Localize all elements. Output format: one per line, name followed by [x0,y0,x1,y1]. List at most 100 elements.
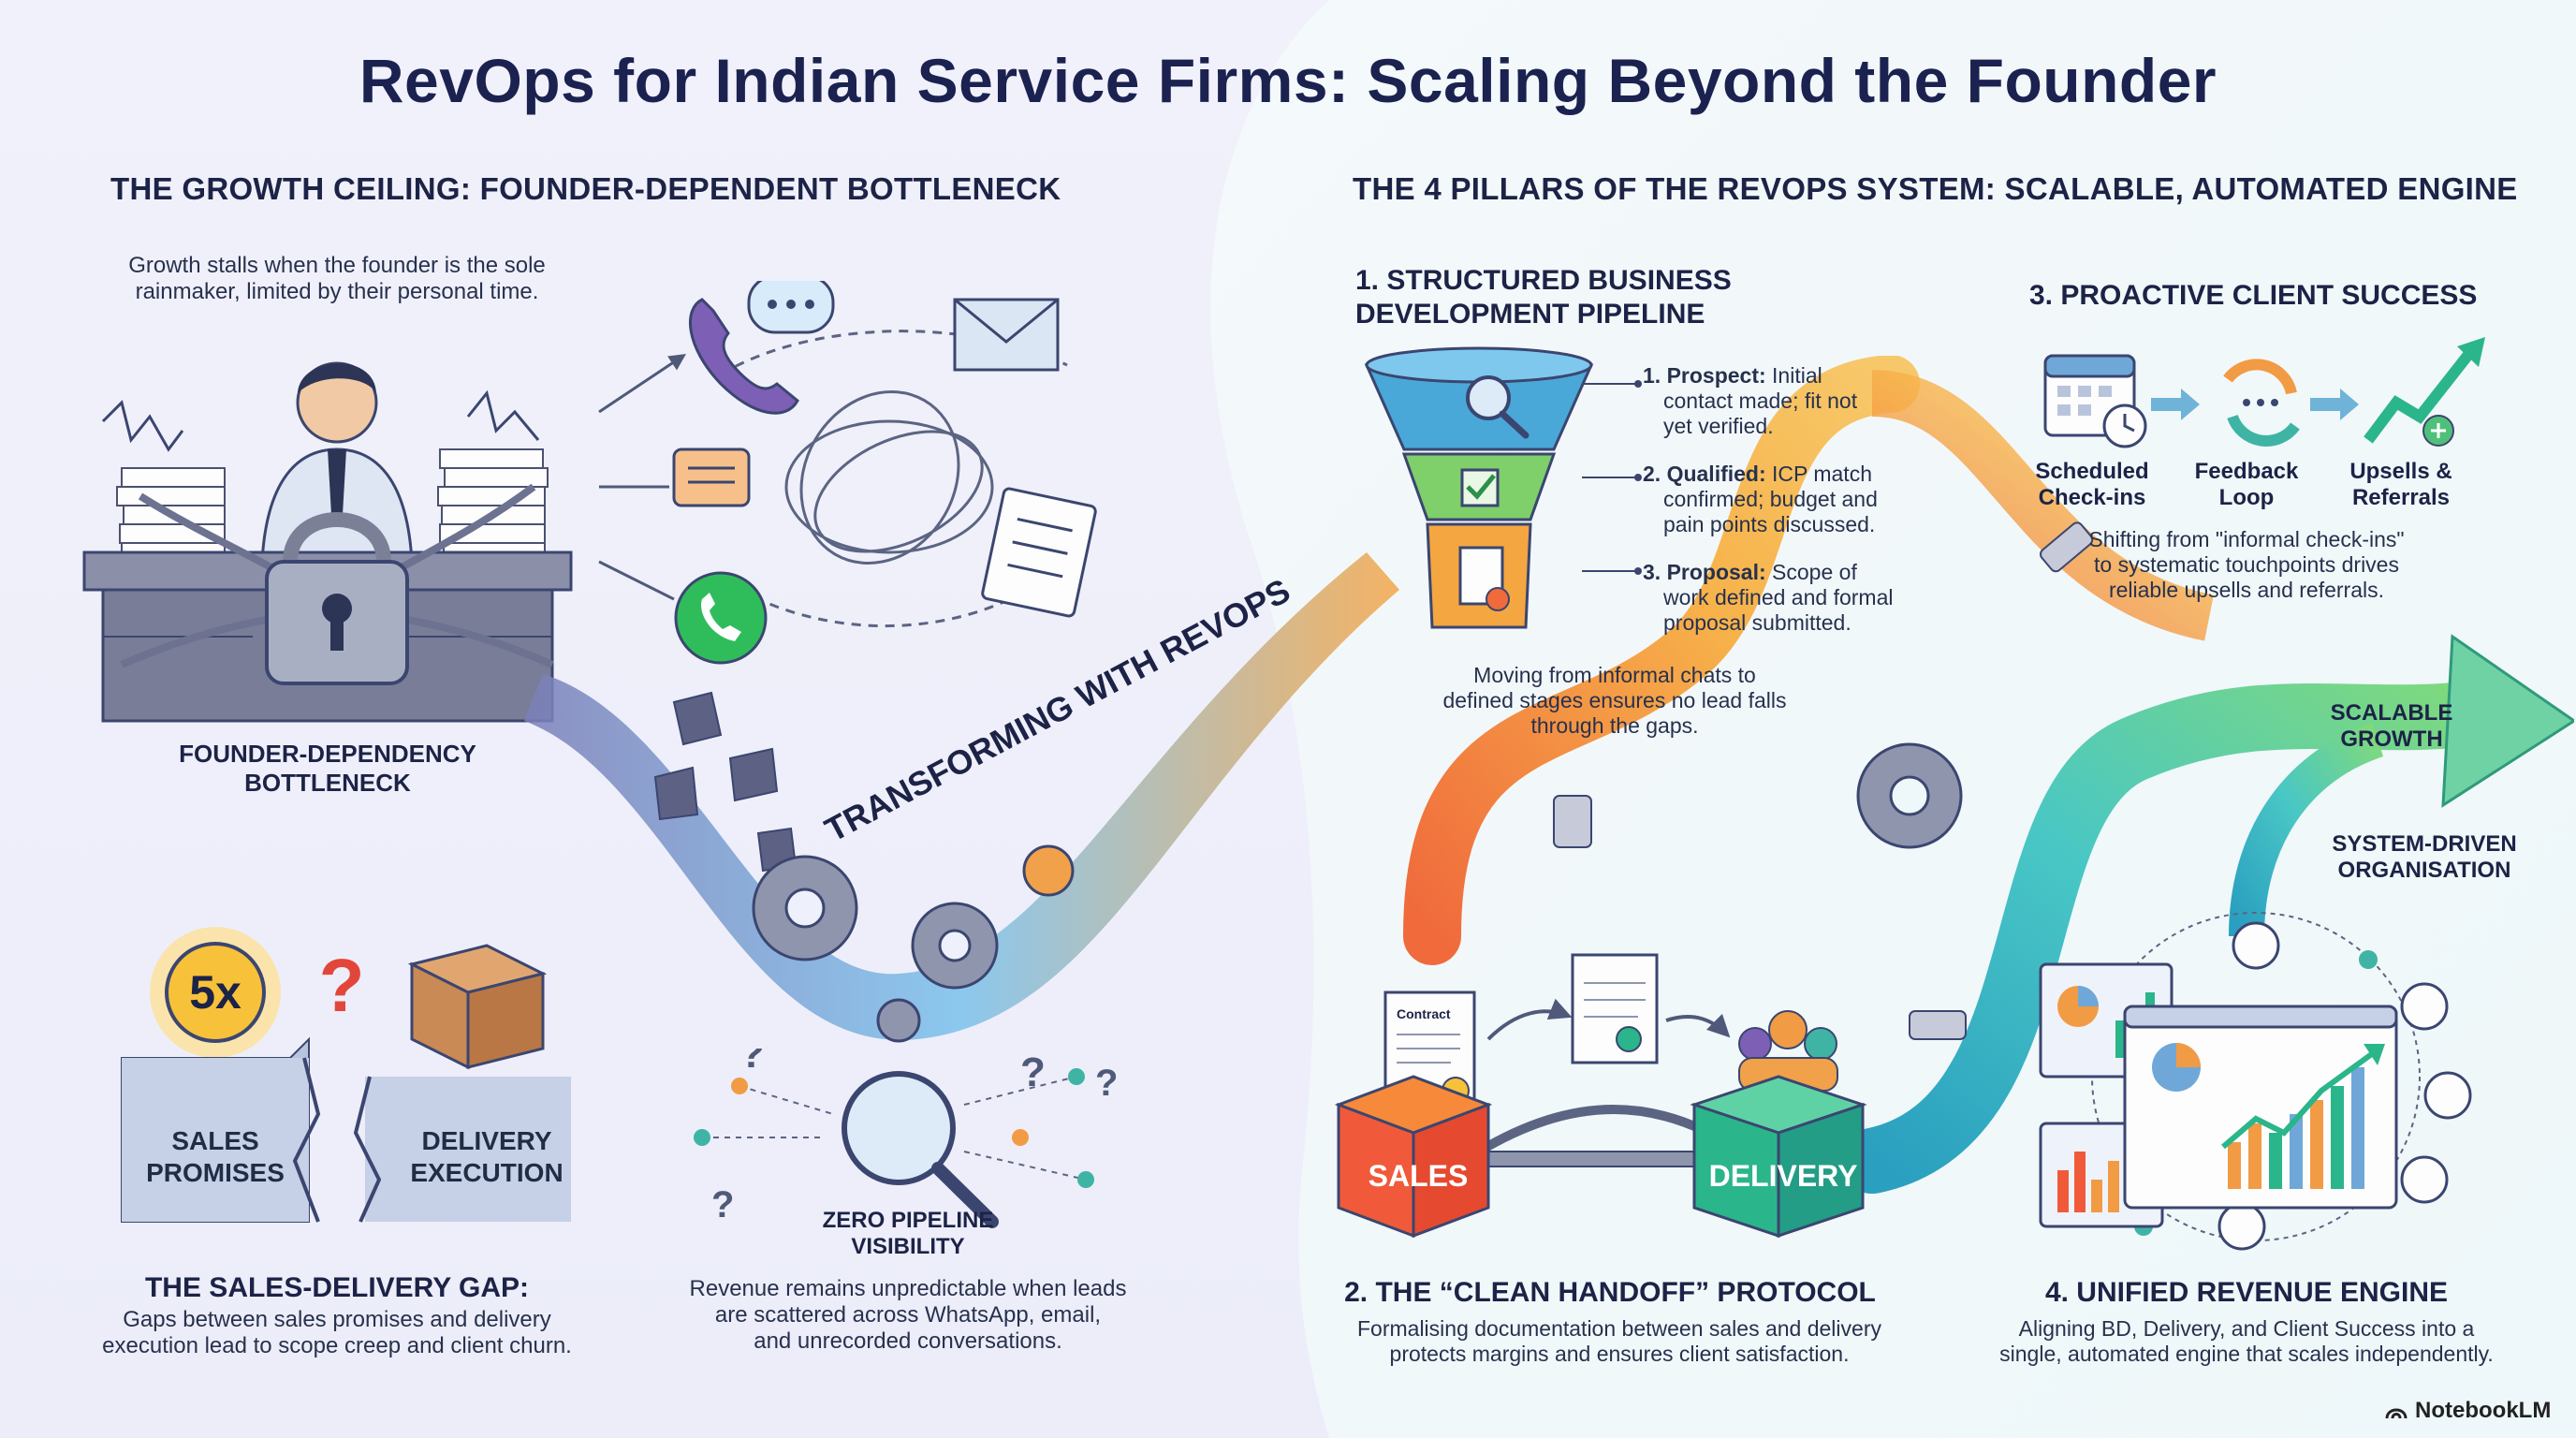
sales-cube-label: SALES [1368,1159,1469,1193]
clean-handoff-illustration: Contract [1334,953,1867,1239]
pillar3-caption-line-2: to systematic touchpoints drives [2094,552,2399,577]
svg-text:?: ? [739,1049,765,1077]
growth-ceiling-heading: THE GROWTH CEILING: FOUNDER-DEPENDENT BO… [110,171,1061,206]
delivery-execution-line-1: DELIVERY [421,1126,552,1155]
delivery-execution-line-2: EXECUTION [410,1158,564,1187]
stage-qualified-desc-1: ICP match [1772,462,1872,486]
contract-text: Contract [1397,1006,1451,1021]
pillar4-caption: Aligning BD, Delivery, and Client Succes… [1956,1316,2537,1367]
stage-prospect-desc-1: Initial [1772,363,1822,388]
stage-prospect: 1. Prospect: Initial contact made; fit n… [1643,363,1905,439]
step-upsells-line-2: Referrals [2351,485,2451,510]
stage-proposal: 3. Proposal: Scope of work defined and f… [1643,560,1924,636]
sales-promises-line-1: SALES [171,1126,259,1155]
stage-proposal-desc-3: proposal submitted. [1663,610,1852,635]
envelope-icon [953,298,1060,372]
svg-text:?: ? [1095,1063,1118,1104]
revops-pillars-heading: THE 4 PILLARS OF THE REVOPS SYSTEM: SCAL… [1353,171,2518,206]
network-nodes [2217,921,2472,1251]
page-title: RevOps for Indian Service Firms: Scaling… [359,46,2217,115]
pillar3-caption-line-3: reliable upsells and referrals. [2108,578,2385,602]
magnifier-icon [842,1071,999,1228]
scalable-growth-line-1: SCALABLE [2330,700,2453,726]
gap-text-line-1: Gaps between sales promises and delivery [123,1307,551,1332]
visibility-label: ZERO PIPELINE VISIBILITY [786,1208,1030,1260]
pillar2-caption: Formalising documentation between sales … [1310,1316,1928,1367]
document-icon [1571,953,1659,1064]
notebooklm-logo-icon [2385,1408,2408,1419]
chat-bubble-icon [747,281,835,334]
system-driven-label: SYSTEM-DRIVEN ORGANISATION [2303,831,2546,884]
pillar1-caption: Moving from informal chats to defined st… [1404,663,1825,739]
gear-icon [752,844,1075,1043]
document-icon [1458,546,1504,606]
visibility-line-2: VISIBILITY [851,1234,965,1259]
svg-text:?: ? [711,1184,734,1225]
badge-sun: 5x [150,927,281,1058]
notepad-icon [981,487,1097,618]
bottleneck-line-2: BOTTLENECK [244,769,411,797]
pillar4-title: 4. UNIFIED REVENUE ENGINE [2044,1277,2449,1308]
step-checkins-line-2: Check-ins [2038,485,2146,510]
scalable-growth-line-2: GROWTH [2340,726,2443,752]
pillar2-caption-line-1: Formalising documentation between sales … [1357,1316,1881,1341]
pillar3-caption: Shifting from "informal check-ins" to sy… [2059,527,2434,603]
step-checkins-line-1: Scheduled [2035,459,2149,484]
sales-promises-line-2: PROMISES [146,1158,285,1187]
gap-badge: 5x [189,966,242,1019]
pillar1-title-line-1: 1. STRUCTURED BUSINESS [1355,265,1732,296]
bottleneck-label: FOUNDER-DEPENDENCY BOTTLENECK [94,740,562,798]
stage-connectors [1582,380,1642,575]
stage-qualified-name: 2. Qualified: [1643,462,1766,486]
stage-proposal-name: 3. Proposal: [1643,560,1766,584]
box-icon [407,944,548,1070]
magnifier-icon [1466,375,1530,439]
visibility-text-line-1: Revenue remains unpredictable when leads [689,1276,1127,1301]
growth-intro: Growth stalls when the founder is the so… [56,253,618,305]
gap-heading: THE SALES-DELIVERY GAP: [144,1272,530,1303]
gear-icon [1856,742,1963,849]
client-success-icons [2043,337,2485,448]
step-upsells: Upsells & Referrals [2331,459,2471,511]
step-checkins: Scheduled Check-ins [2012,459,2172,511]
message-icon [672,448,751,507]
stage-qualified: 2. Qualified: ICP match confirmed; budge… [1643,462,1905,537]
brand-name: NotebookLM [2415,1398,2552,1423]
pillar3-caption-line-1: Shifting from "informal check-ins" [2088,527,2405,551]
unified-engine-illustration [2039,912,2472,1251]
delivery-execution-label: DELIVERY EXECUTION [374,1125,599,1189]
step-feedback-line-1: Feedback [2194,459,2299,484]
system-driven-line-1: SYSTEM-DRIVEN [2332,831,2517,857]
stage-proposal-desc-2: work defined and formal [1663,585,1894,609]
pillar1-caption-line-1: Moving from informal chats to [1473,663,1756,687]
pillar1-title: 1. STRUCTURED BUSINESS DEVELOPMENT PIPEL… [1355,264,1732,331]
transformation-stream: TRANSFORMING WITH REVOPS [524,552,1399,1043]
phone-icon [689,298,799,415]
stage-proposal-desc-1: Scope of [1772,560,1857,584]
pillar2-title: 2. THE “CLEAN HANDOFF” PROTOCOL [1344,1277,1876,1308]
step-upsells-line-1: Upsells & [2349,459,2452,484]
dashboard-icon [2039,962,2398,1228]
pipeline-funnel [1364,346,1594,629]
system-driven-line-2: ORGANISATION [2337,858,2511,883]
gap-text-line-2: execution lead to scope creep and client… [102,1333,572,1358]
stage-prospect-name: 1. Prospect: [1643,363,1766,388]
visibility-text: Revenue remains unpredictable when leads… [646,1276,1170,1355]
pipeline-visibility-illustration: ? ? ? ? [694,1049,1118,1228]
step-feedback: Feedback Loop [2172,459,2321,511]
refresh-icon [2223,359,2300,447]
brand-mark[interactable]: NotebookLM [2385,1398,2551,1424]
svg-text:?: ? [1020,1049,1046,1095]
revenue-pipes [1403,356,2574,1194]
visibility-line-1: ZERO PIPELINE [822,1208,994,1233]
sales-promises-label: SALES PROMISES [122,1125,309,1189]
stage-prospect-desc-2: contact made; fit not [1663,389,1858,413]
pillar1-caption-line-3: through the gaps. [1530,713,1699,738]
calendar-icon [2043,354,2147,448]
step-feedback-line-2: Loop [2218,485,2275,510]
gap-text: Gaps between sales promises and delivery… [37,1307,637,1359]
pillar3-title: 3. PROACTIVE CLIENT SUCCESS [2029,280,2478,311]
pillar2-caption-line-2: protects margins and ensures client sati… [1389,1342,1850,1366]
stage-qualified-desc-2: confirmed; budget and [1663,487,1878,511]
stage-qualified-desc-3: pain points discussed. [1663,512,1876,536]
